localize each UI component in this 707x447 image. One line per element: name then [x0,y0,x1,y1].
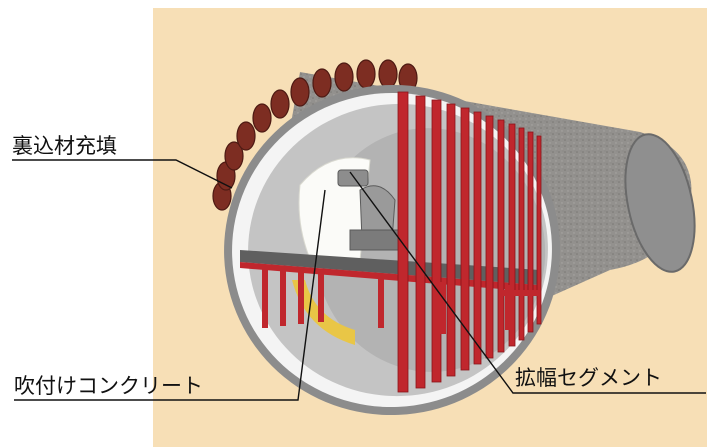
deck-legs [262,268,511,334]
leader-lines [12,159,706,401]
backfill-leader [12,159,233,189]
label-backfill: 裏込材充填 [12,134,117,158]
steel-columns [397,91,542,393]
pipe-roof [212,59,418,211]
shotcrete-leader [14,189,326,401]
lower-frame [500,290,540,296]
segment-leader [349,171,706,394]
segment-erector [337,169,406,251]
label-segment: 拡幅セグメント [515,366,662,390]
label-shotcrete: 吹付けコンクリート [14,374,203,398]
